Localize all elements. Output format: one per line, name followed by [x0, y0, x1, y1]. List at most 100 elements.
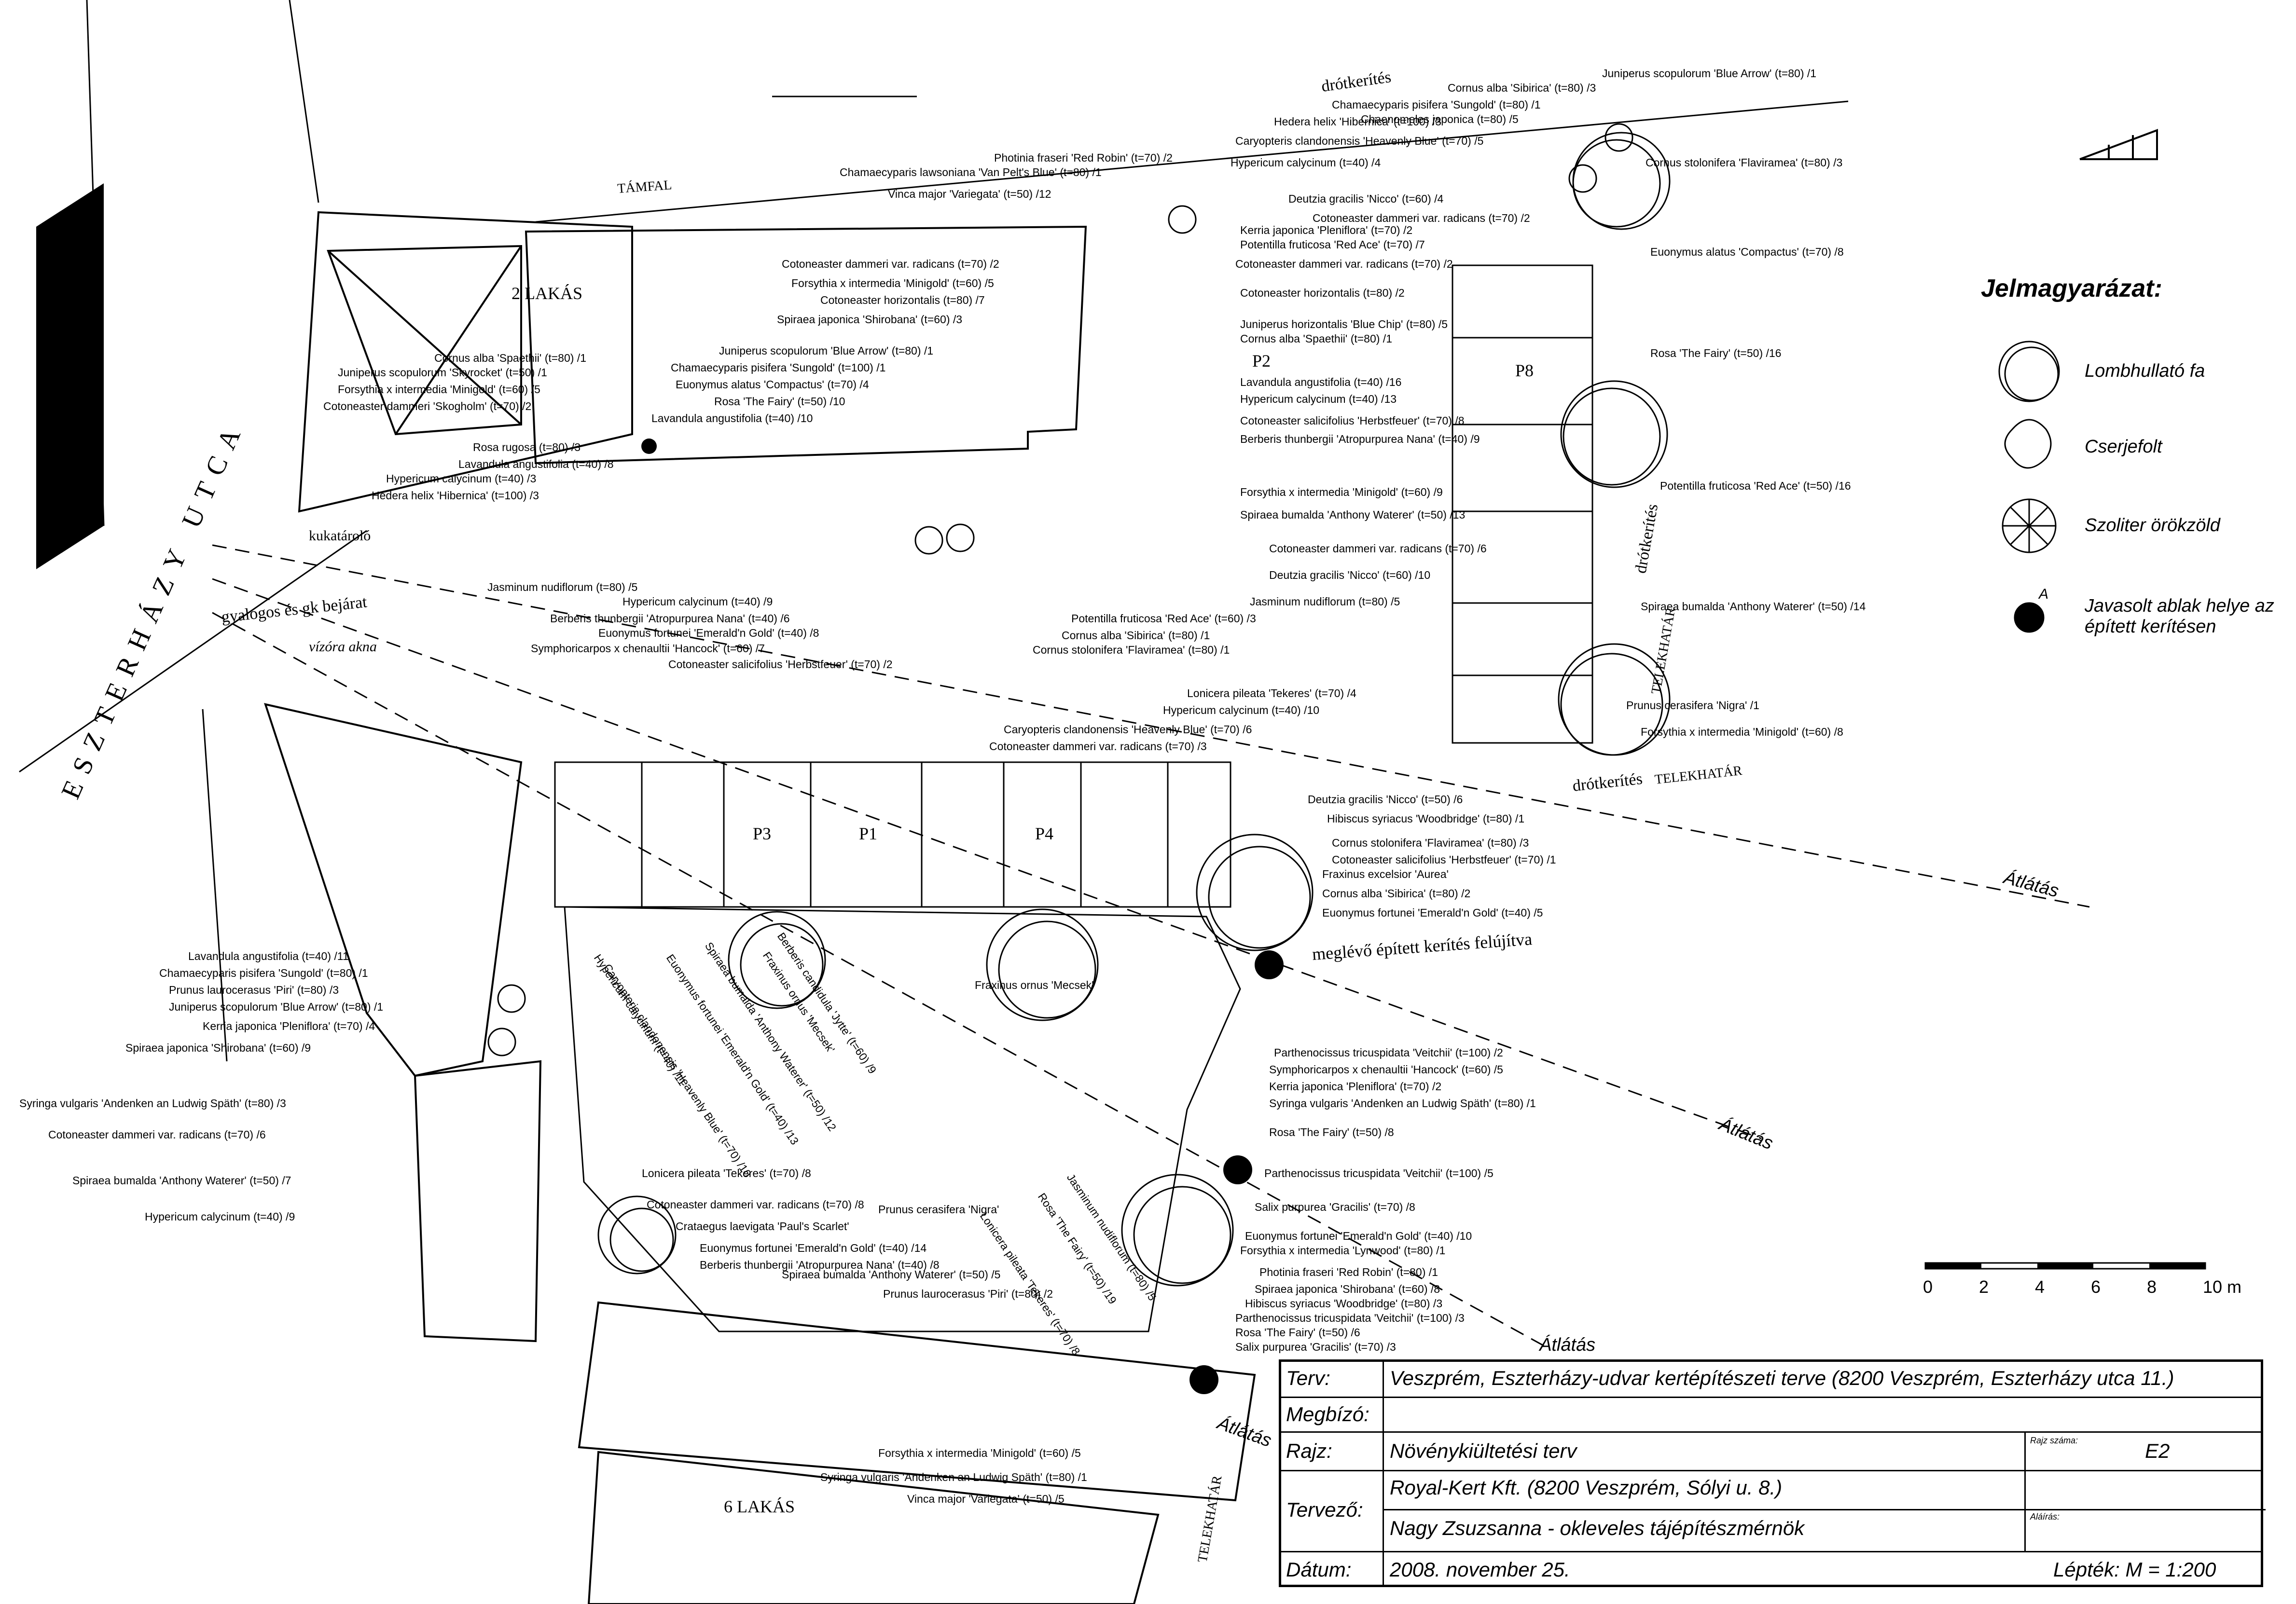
- plant-label: Cornus alba 'Sibirica' (t=80) /1: [1062, 629, 1210, 642]
- tb-row-terv: Terv: Veszprém, Eszterházy-udvar kertépí…: [1281, 1362, 2261, 1397]
- plant-label: Crataegus laevigata 'Paul's Scarlet': [676, 1220, 849, 1233]
- plant-label: Lavandula angustifolia (t=40) /16: [1240, 376, 1401, 388]
- plant-label: Cornus alba 'Sibirica' (t=80) /3: [1448, 82, 1596, 94]
- waste-store-label: kukatároló: [309, 528, 371, 544]
- plant-label: Euonymus fortunei 'Emerald'n Gold' (t=40…: [598, 627, 819, 639]
- tb-datum-key: Dátum:: [1286, 1558, 1352, 1581]
- plant-label: Cornus stolonifera 'Flaviramea' (t=80) /…: [1033, 644, 1230, 656]
- building-lower-left: [263, 703, 1256, 1604]
- shrub-patch-icon: [2004, 419, 2052, 469]
- tb-lepek: Lépték: M = 1:200: [2053, 1558, 2216, 1581]
- plant-label: Spiraea bumalda 'Anthony Waterer' (t=50)…: [1641, 600, 1866, 613]
- plant-labels-left-upper: Cornus alba 'Spaethii' (t=80) /1Juniperu…: [323, 352, 614, 502]
- plant-label: Potentilla fruticosa 'Red Ace' (t=70) /7: [1240, 238, 1425, 251]
- plant-label: Spiraea japonica 'Shirobana' (t=60) /3: [777, 313, 962, 326]
- view-axis-2: Átlátás: [1715, 1113, 1776, 1154]
- deciduous-trees: [597, 132, 1671, 1287]
- plant-label: Chamaecyparis lawsoniana 'Van Pelt's Blu…: [840, 166, 1102, 178]
- plant-label: Jasminum nudiflorum (t=80) /5: [487, 581, 637, 593]
- plant-label: Salix purpurea 'Gracilis' (t=70) /8: [1255, 1201, 1415, 1213]
- plant-label: Deutzia gracilis 'Nicco' (t=60) /10: [1269, 569, 1430, 581]
- deciduous-tree-icon: [1998, 341, 2060, 402]
- plant-label: Vinca major 'Variegata' (t=50) /12: [888, 188, 1051, 200]
- plant-label: Hypericum calycinum (t=40) /3: [386, 472, 536, 485]
- plant-label: Kerria japonica 'Pleniflora' (t=70) /4: [203, 1020, 375, 1032]
- parking-p2: P2: [1252, 351, 1271, 370]
- plant-label: Parthenocissus tricuspidata 'Veitchii' (…: [1274, 1046, 1503, 1059]
- plant-label: Cotoneaster dammeri var. radicans (t=70)…: [647, 1198, 864, 1211]
- plant-label: Caryopteris clandonensis 'Heavenly Blue'…: [1235, 135, 1483, 147]
- plant-label: Cotoneaster salicifolius 'Herbstfeuer' (…: [668, 658, 893, 671]
- scale-tick-label: 10 m: [2203, 1277, 2241, 1297]
- boundary-bottom: TELEKHATÁR: [1195, 1474, 1225, 1563]
- plant-label: Prunus cerasifera 'Nigra' /1: [1626, 699, 1759, 712]
- plant-label: Cotoneaster dammeri 'Skogholm' (t=70) /2: [323, 400, 531, 412]
- plant-label: Cotoneaster dammeri var. radicans (t=70)…: [48, 1128, 266, 1141]
- plant-label: Juniperus scopulorum 'Skyrocket' (t=50) …: [338, 366, 547, 379]
- legend-item-deciduous: Lombhullató fa: [2085, 361, 2205, 381]
- boundary-right: TELEKHATÁR: [1648, 606, 1678, 695]
- plant-label: Hibiscus syriacus 'Woodbridge' (t=80) /3: [1245, 1297, 1442, 1310]
- plant-label: Cotoneaster dammeri var. radicans (t=70)…: [1269, 542, 1487, 555]
- plant-label: Spiraea japonica 'Shirobana' (t=60) /9: [125, 1042, 311, 1054]
- plant-label: Hibiscus syriacus 'Woodbridge' (t=80) /1: [1327, 812, 1524, 825]
- neighbour-building-fill: [36, 183, 104, 569]
- plant-labels-bottom: Forsythia x intermedia 'Minigold' (t=60)…: [820, 1447, 1087, 1505]
- plant-label: Euonymus fortunei 'Emerald'n Gold' (t=40…: [700, 1242, 927, 1254]
- plant-label: Caryopteris clandonensis 'Heavenly Blue'…: [601, 961, 754, 1179]
- plant-label: Parthenocissus tricuspidata 'Veitchii' (…: [1264, 1167, 1494, 1179]
- boundary-mid: TELEKHATÁR: [1654, 763, 1743, 787]
- plant-label: Hypericum calycinum (t=40) /4: [1231, 156, 1381, 169]
- plant-label: Lavandula angustifolia (t=40) /11: [188, 950, 349, 962]
- plant-label: Cornus alba 'Spaethii' (t=80) /1: [1240, 332, 1392, 345]
- plant-label: Rosa 'The Fairy' (t=50) /8: [1269, 1126, 1394, 1138]
- fence-renewed-label: meglévő épített kerítés felújítva: [1312, 929, 1533, 964]
- tb-terv-key: Terv:: [1286, 1367, 1330, 1389]
- plant-label: Salix purpurea 'Gracilis' (t=70) /3: [1235, 1341, 1396, 1353]
- plant-label: Prunus laurocerasus 'Piri' (t=80) /3: [169, 984, 339, 996]
- plant-label: Lonicera pileata 'Tekeres' (t=70) /8: [642, 1167, 811, 1179]
- plant-label: Spiraea japonica 'Shirobana' (t=60) /8: [1255, 1283, 1440, 1295]
- plant-label: Spiraea bumalda 'Anthony Waterer' (t=50)…: [1240, 508, 1465, 521]
- building-2-lakas: [298, 211, 1087, 513]
- plant-label: Forsythia x intermedia 'Lynwood' (t=80) …: [1240, 1244, 1445, 1257]
- view-axis-lines: [212, 544, 2090, 1347]
- plant-label: Forsythia x intermedia 'Minigold' (t=60)…: [1240, 486, 1443, 498]
- legend-title: Jelmagyarázat:: [1981, 274, 2162, 302]
- plant-label: Hypericum calycinum (t=40) /13: [1240, 393, 1397, 405]
- tb-row-rajz: Rajz: Növénykiültetési terv Rajz száma: …: [1281, 1431, 2261, 1471]
- wire-fence-top: drótkerítés: [1320, 68, 1392, 96]
- plant-label: Rosa 'The Fairy' (t=50) /10: [714, 395, 845, 408]
- plant-label: Potentilla fruticosa 'Red Ace' (t=60) /3: [1071, 612, 1256, 625]
- parking-p3: P3: [753, 824, 771, 843]
- legend-item-evergreen: Szoliter örökzöld: [2085, 515, 2220, 535]
- plant-label: Kerria japonica 'Pleniflora' (t=70) /2: [1269, 1080, 1441, 1093]
- plant-label: Photinia fraseri 'Red Robin' (t=80) /1: [1259, 1266, 1438, 1278]
- plant-label: Juniperus scopulorum 'Blue Arrow' (t=80)…: [169, 1001, 383, 1013]
- plant-label: Hypericum calycinum (t=40) /9: [622, 595, 773, 608]
- legend-item-shrub: Cserjefolt: [2085, 437, 2162, 457]
- plant-label: Berberis thunbergii 'Atropurpurea Nana' …: [550, 612, 790, 625]
- plant-labels-right-low: Parthenocissus tricuspidata 'Veitchii' (…: [1235, 1046, 1536, 1353]
- tb-row-megbizo: Megbízó:: [1281, 1397, 2261, 1431]
- plant-label: Euonymus fortunei 'Emerald'n Gold' (t=40…: [1322, 906, 1543, 919]
- scale-tick-label: 4: [2035, 1277, 2045, 1297]
- plant-label: Symphoricarpos x chenaultii 'Hancock' (t…: [531, 642, 765, 655]
- tb-megbizo-key: Megbízó:: [1286, 1403, 1369, 1426]
- tb-tervezo-key: Tervező:: [1286, 1498, 1363, 1521]
- wire-fence-mid: drótkerítés: [1572, 770, 1643, 795]
- plant-labels-bottom-center: Lonicera pileata 'Tekeres' (t=70) /8 Coto…: [642, 979, 1094, 1300]
- plant-label: Cotoneaster dammeri var. radicans (t=70)…: [1313, 212, 1530, 224]
- window-marker-icon: [2014, 602, 2045, 633]
- plant-label: Cotoneaster horizontalis (t=80) /7: [820, 294, 985, 306]
- legend-window-letter: A: [2039, 586, 2049, 602]
- plant-label: Photinia fraseri 'Red Robin' (t=70) /2: [994, 151, 1173, 164]
- tb-rajz-szama-key: Rajz száma:: [2030, 1436, 2078, 1445]
- view-axis-3: Átlátás: [1538, 1334, 1595, 1355]
- top-boundary: [535, 96, 1849, 223]
- plant-label: Cotoneaster dammeri var. radicans (t=70)…: [989, 740, 1207, 753]
- plant-label: Forsythia x intermedia 'Minigold' (t=60)…: [791, 277, 994, 289]
- plant-label: Lavandula angustifolia (t=40) /8: [458, 458, 614, 470]
- plant-label: Potentilla fruticosa 'Red Ace' (t=50) /1…: [1660, 480, 1851, 492]
